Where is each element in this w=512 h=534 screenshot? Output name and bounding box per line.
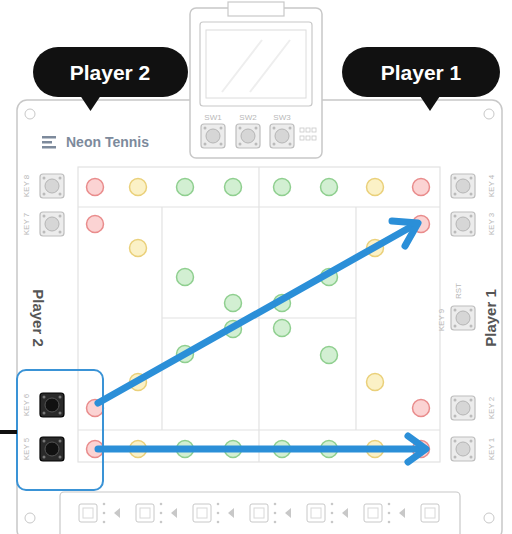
callout-text: Player 2 bbox=[70, 62, 151, 83]
board-title: Neon Tennis bbox=[66, 135, 149, 149]
led bbox=[274, 320, 291, 337]
led bbox=[87, 179, 104, 196]
screen-module bbox=[190, 2, 322, 158]
push-button bbox=[201, 124, 225, 148]
push-button bbox=[451, 174, 475, 198]
push-button bbox=[451, 212, 475, 236]
mount-hole bbox=[25, 513, 35, 523]
mount-hole bbox=[25, 109, 35, 119]
pin-grid bbox=[300, 128, 316, 140]
callout-bubble: Player 2 bbox=[33, 47, 188, 97]
logo-icon bbox=[42, 136, 56, 149]
switch-label: SW2 bbox=[239, 114, 256, 122]
key-label: KEY 6 bbox=[23, 394, 31, 417]
key-label: KEY 7 bbox=[23, 213, 31, 236]
ball-arrow bbox=[98, 221, 426, 462]
key-label: KEY 3 bbox=[488, 213, 496, 236]
key-label: KEY 2 bbox=[488, 397, 496, 420]
mount-hole bbox=[484, 109, 494, 119]
highlight-frame bbox=[17, 370, 103, 490]
switch-label: SW1 bbox=[204, 114, 221, 122]
reset-label: RST bbox=[455, 283, 463, 299]
push-button bbox=[236, 124, 260, 148]
led bbox=[321, 347, 338, 364]
push-button bbox=[40, 212, 64, 236]
player-side-label: Player 2 bbox=[31, 289, 46, 347]
leader-line bbox=[0, 430, 17, 434]
push-button bbox=[40, 174, 64, 198]
connector-strip bbox=[60, 492, 460, 534]
led bbox=[413, 179, 430, 196]
key-label: KEY 1 bbox=[488, 438, 496, 461]
led bbox=[367, 179, 384, 196]
led bbox=[274, 179, 291, 196]
led bbox=[367, 374, 384, 391]
key-label: KEY 5 bbox=[23, 438, 31, 461]
led bbox=[225, 295, 242, 312]
push-button bbox=[270, 124, 294, 148]
led bbox=[177, 269, 194, 286]
led-group bbox=[87, 179, 430, 458]
led bbox=[87, 216, 104, 233]
switch-label: SW3 bbox=[273, 114, 290, 122]
key-label: KEY 9 bbox=[438, 309, 446, 332]
push-button bbox=[451, 306, 475, 330]
key-label: KEY 8 bbox=[23, 175, 31, 198]
led bbox=[225, 179, 242, 196]
board-outline bbox=[17, 100, 502, 534]
push-button bbox=[451, 437, 475, 461]
player-side-label: Player 1 bbox=[483, 289, 498, 347]
led bbox=[130, 240, 147, 257]
callout-text: Player 1 bbox=[381, 62, 462, 83]
led bbox=[321, 179, 338, 196]
court-grid bbox=[78, 167, 440, 462]
led bbox=[413, 400, 430, 417]
push-button bbox=[40, 393, 64, 417]
push-button bbox=[451, 396, 475, 420]
push-button bbox=[40, 437, 64, 461]
mount-hole bbox=[484, 513, 494, 523]
callout-bubble: Player 1 bbox=[342, 47, 500, 97]
led bbox=[177, 179, 194, 196]
led bbox=[130, 179, 147, 196]
key-group bbox=[40, 124, 475, 461]
key-label: KEY 4 bbox=[488, 175, 496, 198]
